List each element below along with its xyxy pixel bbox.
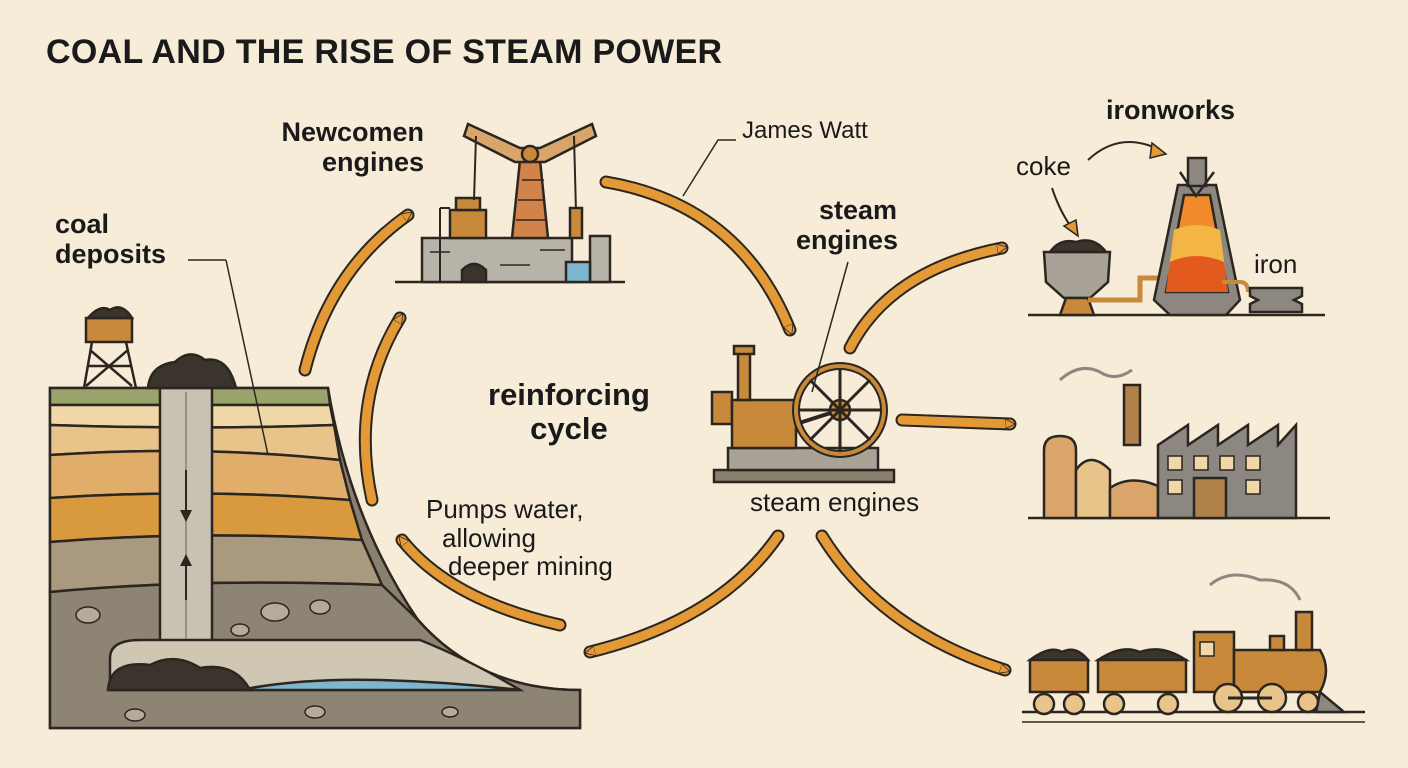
james-watt-leader: [682, 139, 736, 197]
cycle-arrows: [298, 175, 1017, 677]
label-reinforcing-line-2: cycle: [530, 411, 608, 447]
blast-furnace-icon: [1028, 156, 1325, 317]
label-newcomen-engines: Newcomen engines: [268, 117, 425, 177]
arrow-mine-to-newcomen: [298, 208, 415, 377]
arrow-newcomen-to-steam: [599, 175, 797, 337]
label-pumps-water: Pumps water, allowing deeper mining: [426, 495, 613, 581]
label-pumps-line-1: Pumps water,: [426, 494, 584, 524]
label-steam-engines-top-line-1: steam: [818, 195, 898, 225]
coal-deposits-leader-2: [225, 259, 269, 456]
label-iron: iron: [1254, 249, 1298, 279]
label-reinforcing-cycle: reinforcing cycle: [488, 377, 650, 447]
coke-arrow-down: [1051, 187, 1073, 229]
label-coal-deposits: coal deposits: [55, 209, 167, 269]
label-pumps-line-2: allowing: [442, 522, 536, 553]
label-steam-engines-top-line-2: engines: [796, 224, 899, 255]
label-newcomen-line-2: engines: [322, 146, 425, 177]
label-coal-deposits-line-2: deposits: [55, 238, 167, 269]
coke-arrow-to-furnace-head: [1149, 141, 1168, 159]
label-james-watt: James Watt: [742, 117, 868, 144]
label-reinforcing-line-1: reinforcing: [488, 377, 650, 412]
factory-icon: [1028, 366, 1330, 520]
label-steam-engines-top: steam engines: [796, 195, 899, 255]
label-newcomen-line-1: Newcomen: [281, 117, 425, 147]
steam-engine-icon: [710, 344, 896, 484]
arrow-steam-to-ironworks: [843, 241, 1009, 355]
page-title: COAL AND THE RISE OF STEAM POWER: [46, 33, 723, 71]
label-coke: coke: [1016, 151, 1071, 181]
steam-engines-leader: [811, 261, 849, 393]
mine-cross-section-icon: [48, 386, 582, 730]
label-coal-deposits-line-1: coal: [55, 209, 110, 239]
locomotive-icon: [1022, 573, 1365, 723]
label-steam-engines-bottom: steam engines: [750, 487, 920, 517]
coke-arrow-to-furnace: [1087, 141, 1161, 161]
label-ironworks: ironworks: [1106, 95, 1236, 125]
coke-arrow-down-head: [1062, 218, 1079, 238]
shaft-arrows: [180, 470, 192, 600]
arrow-steam-to-railway: [815, 529, 1012, 677]
arrow-steam-to-pumps: [583, 529, 785, 659]
headframe-icon: [82, 306, 138, 389]
coal-pile: [146, 353, 238, 390]
newcomen-engine-icon: [395, 122, 625, 284]
label-pumps-line-3: deeper mining: [448, 551, 613, 582]
